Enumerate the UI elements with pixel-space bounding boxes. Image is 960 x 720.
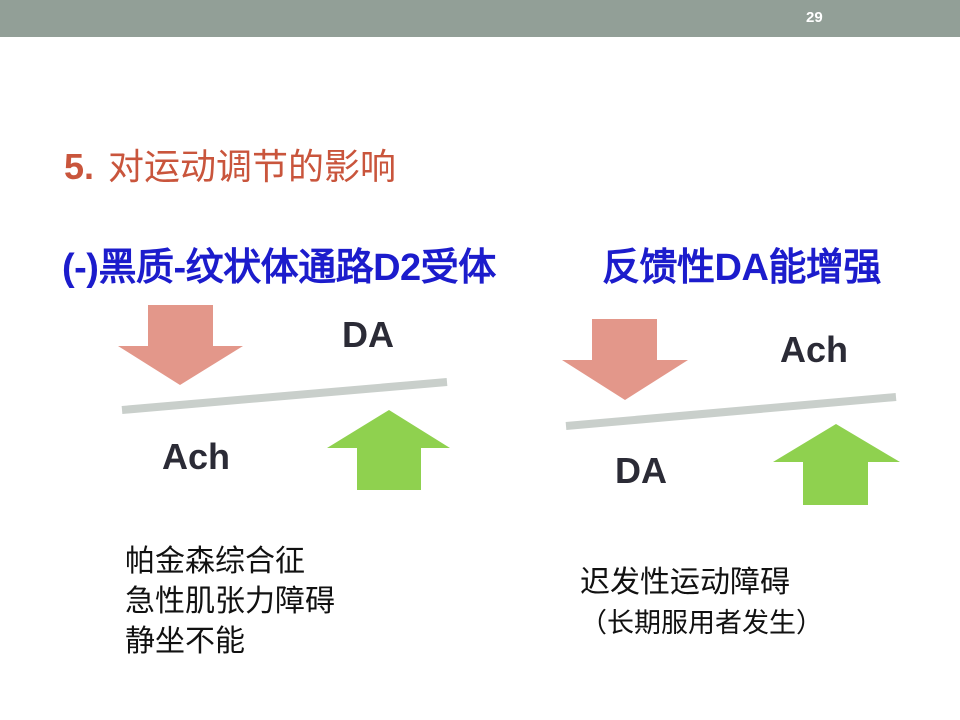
note-item: 静坐不能 — [125, 625, 245, 658]
note-item: （长期服用者发生） — [580, 608, 823, 638]
right-top-label: Ach — [780, 329, 849, 370]
right-up-arrow-icon — [773, 424, 900, 505]
note-item: 急性肌张力障碍 — [125, 585, 335, 618]
left-down-arrow-icon — [118, 305, 243, 385]
header-bar — [0, 0, 960, 37]
right-balance-bar — [565, 393, 897, 430]
title-text: 对运动调节的影响 — [108, 146, 397, 187]
subtitle-left: (-)黑质-纹状体通路D2受体 — [62, 247, 496, 289]
note-item: 帕金森综合征 — [125, 545, 305, 578]
left-balance-bar — [121, 378, 448, 414]
left-top-label: DA — [342, 314, 394, 355]
note-item: 迟发性运动障碍 — [580, 566, 790, 599]
slide-title: 5. 对运动调节的影响 — [64, 138, 396, 190]
title-number: 5. — [64, 146, 95, 187]
left-up-arrow-icon — [327, 410, 450, 490]
right-bottom-label: DA — [615, 450, 667, 491]
left-notes: 帕金森综合征 急性肌张力障碍 静坐不能 — [125, 542, 335, 662]
right-down-arrow-icon — [562, 319, 688, 400]
right-notes: 迟发性运动障碍 （长期服用者发生） — [580, 563, 823, 643]
subtitle-right: 反馈性DA能增强 — [602, 247, 881, 289]
left-bottom-label: Ach — [162, 436, 231, 477]
page-number: 29 — [806, 9, 823, 26]
